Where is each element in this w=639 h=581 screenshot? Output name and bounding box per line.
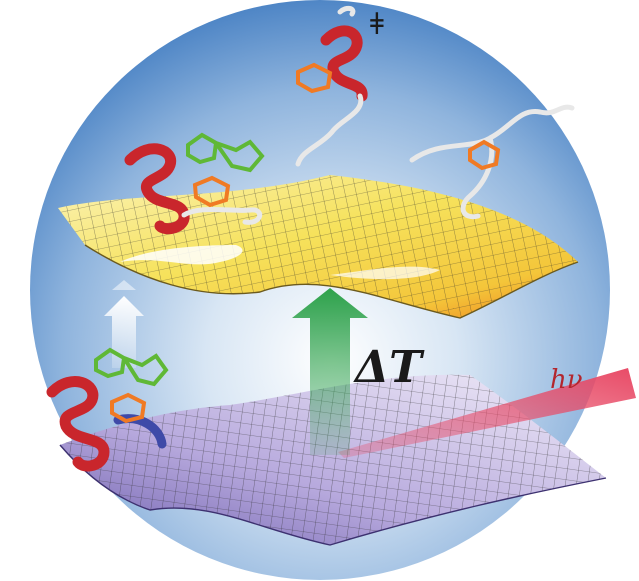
temperature-arrow <box>292 288 368 455</box>
transition-state-symbol: ǂ <box>370 7 384 42</box>
delta-t-label: ΔT <box>353 342 425 393</box>
peptide-transition-state <box>295 5 368 167</box>
hv-label: hν <box>550 365 583 395</box>
light-beam <box>338 368 636 458</box>
peptide-upper-right <box>409 104 575 220</box>
peptide-lower-left <box>46 347 169 472</box>
peptide-upper-left <box>124 132 265 235</box>
